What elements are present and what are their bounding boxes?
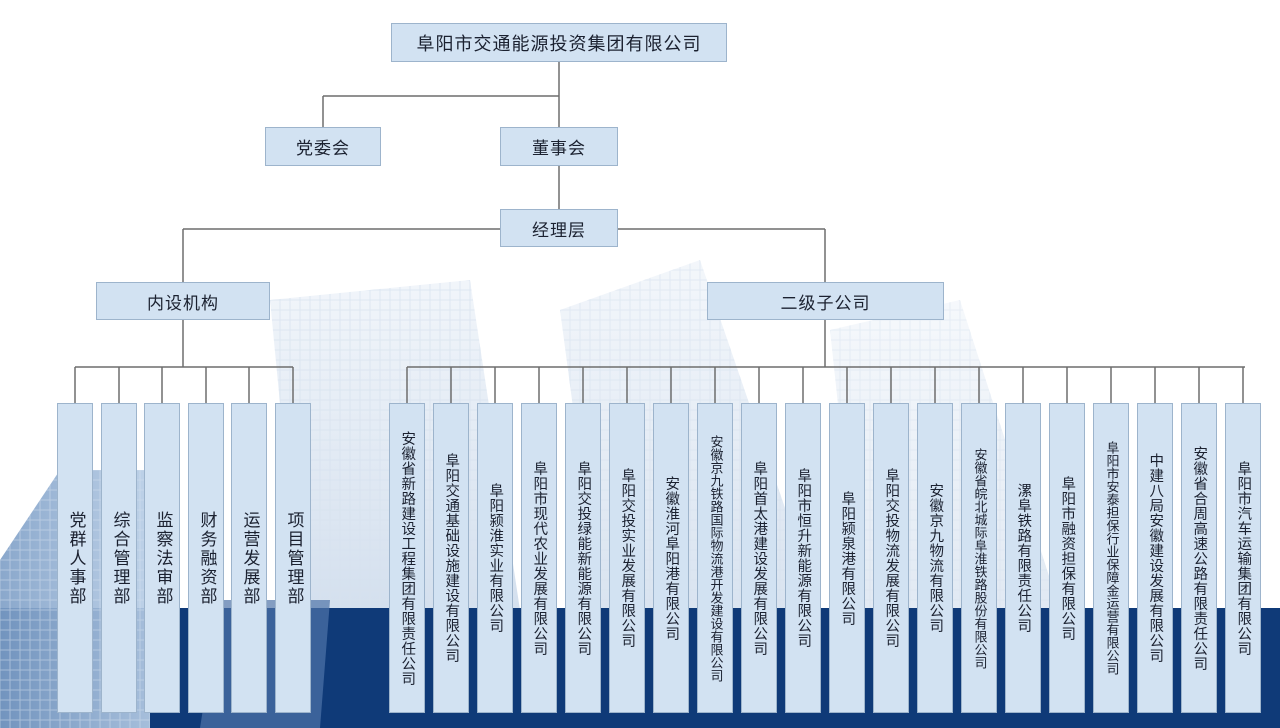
subsidiary-1: 安徽省新路建设工程集团有限责任公司 xyxy=(389,403,425,713)
management-box: 经理层 xyxy=(500,209,618,247)
subsidiary-4: 阜阳市现代农业发展有限公司 xyxy=(521,403,557,713)
subsidiary-12: 阜阳交投物流发展有限公司 xyxy=(873,403,909,713)
department-project-management: 项目管理部 xyxy=(275,403,311,713)
department-general-management: 综合管理部 xyxy=(101,403,137,713)
subsidiaries-box: 二级子公司 xyxy=(707,282,944,320)
subsidiary-18: 中建八局安徽建设发展有限公司 xyxy=(1137,403,1173,713)
root-company-box: 阜阳市交通能源投资集团有限公司 xyxy=(391,23,727,62)
department-supervision-legal: 监察法审部 xyxy=(144,403,180,713)
subsidiary-19: 安徽省合周高速公路有限责任公司 xyxy=(1181,403,1217,713)
subsidiary-9: 阜阳首太港建设发展有限公司 xyxy=(741,403,777,713)
subsidiary-13: 安徽京九物流有限公司 xyxy=(917,403,953,713)
subsidiary-14: 安徽省皖北城际阜淮铁路股份有限公司 xyxy=(961,403,997,713)
subsidiary-6: 阜阳交投实业发展有限公司 xyxy=(609,403,645,713)
subsidiary-8: 安徽京九铁路国际物流港开发建设有限公司 xyxy=(697,403,733,713)
subsidiary-16: 阜阳市融资担保有限公司 xyxy=(1049,403,1085,713)
internal-departments-box: 内设机构 xyxy=(96,282,270,320)
subsidiary-11: 阜阳颍泉港有限公司 xyxy=(829,403,865,713)
party-committee-box: 党委会 xyxy=(265,127,381,166)
subsidiary-7: 安徽淮河阜阳港有限公司 xyxy=(653,403,689,713)
subsidiary-3: 阜阳颍淮实业有限公司 xyxy=(477,403,513,713)
department-operations: 运营发展部 xyxy=(231,403,267,713)
board-box: 董事会 xyxy=(500,127,618,166)
subsidiary-10: 阜阳市恒升新能源有限公司 xyxy=(785,403,821,713)
subsidiary-5: 阜阳交投绿能新能源有限公司 xyxy=(565,403,601,713)
department-party-hr: 党群人事部 xyxy=(57,403,93,713)
subsidiary-15: 漯阜铁路有限责任公司 xyxy=(1005,403,1041,713)
subsidiary-20: 阜阳市汽车运输集团有限公司 xyxy=(1225,403,1261,713)
department-finance: 财务融资部 xyxy=(188,403,224,713)
subsidiary-17: 阜阳市安泰担保行业保障金运营有限公司 xyxy=(1093,403,1129,713)
subsidiary-2: 阜阳交通基础设施建设有限公司 xyxy=(433,403,469,713)
